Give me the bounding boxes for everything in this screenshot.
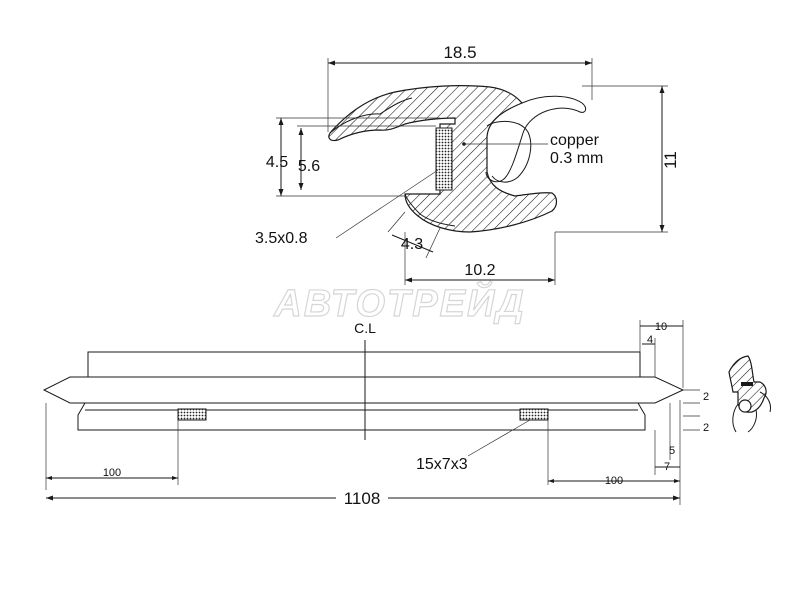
dim-end-4: 4 (647, 334, 653, 346)
dim-lip: 4.3 (401, 236, 423, 253)
dim-bottom-width: 10.2 (464, 262, 495, 279)
strip-top-flange (87, 351, 641, 378)
strip-main-body (42, 376, 685, 404)
strip-pad-left (177, 408, 207, 421)
copper-label: copper (550, 132, 600, 149)
profile-top-wave (329, 97, 413, 134)
profile-cross-section: 18.5 11 4.5 5.6 copper 0.3 mm 3.5x0.8 4.… (255, 43, 680, 285)
profile-tube (485, 95, 587, 183)
copper-thickness: 0.3 mm (550, 150, 603, 167)
dim-pad-offset-right: 100 (605, 475, 623, 487)
dim-gap-outer: 4.5 (266, 154, 288, 171)
dim-gap-inner: 5.6 (298, 158, 320, 175)
copper-insert (435, 127, 453, 191)
dim-pad-offset-left: 100 (103, 467, 121, 479)
strip-side-view: C.L 100 100 15x7x3 1108 10 4 2 2 (42, 320, 771, 508)
dim-height: 11 (661, 151, 680, 169)
pad-size-label: 15x7x3 (416, 456, 468, 473)
dim-end-2a: 2 (703, 391, 709, 403)
dim-end-10: 10 (655, 321, 667, 333)
profile-lower-lip (404, 193, 456, 227)
dim-end-2b: 2 (703, 422, 709, 434)
profile-thumbnail (728, 355, 771, 433)
watermark-text: АВТОТРЕЙД (273, 280, 525, 325)
dim-end-7: 7 (664, 461, 670, 473)
strip-bottom (77, 402, 646, 431)
insert-size-label: 3.5x0.8 (255, 230, 308, 247)
dim-total-length: 1108 (344, 489, 381, 508)
dim-end-5: 5 (669, 445, 675, 457)
profile-tube-inner (486, 120, 532, 183)
dim-width: 18.5 (443, 43, 476, 62)
centerline-label: C.L (354, 320, 376, 336)
strip-pad-right (519, 408, 549, 421)
